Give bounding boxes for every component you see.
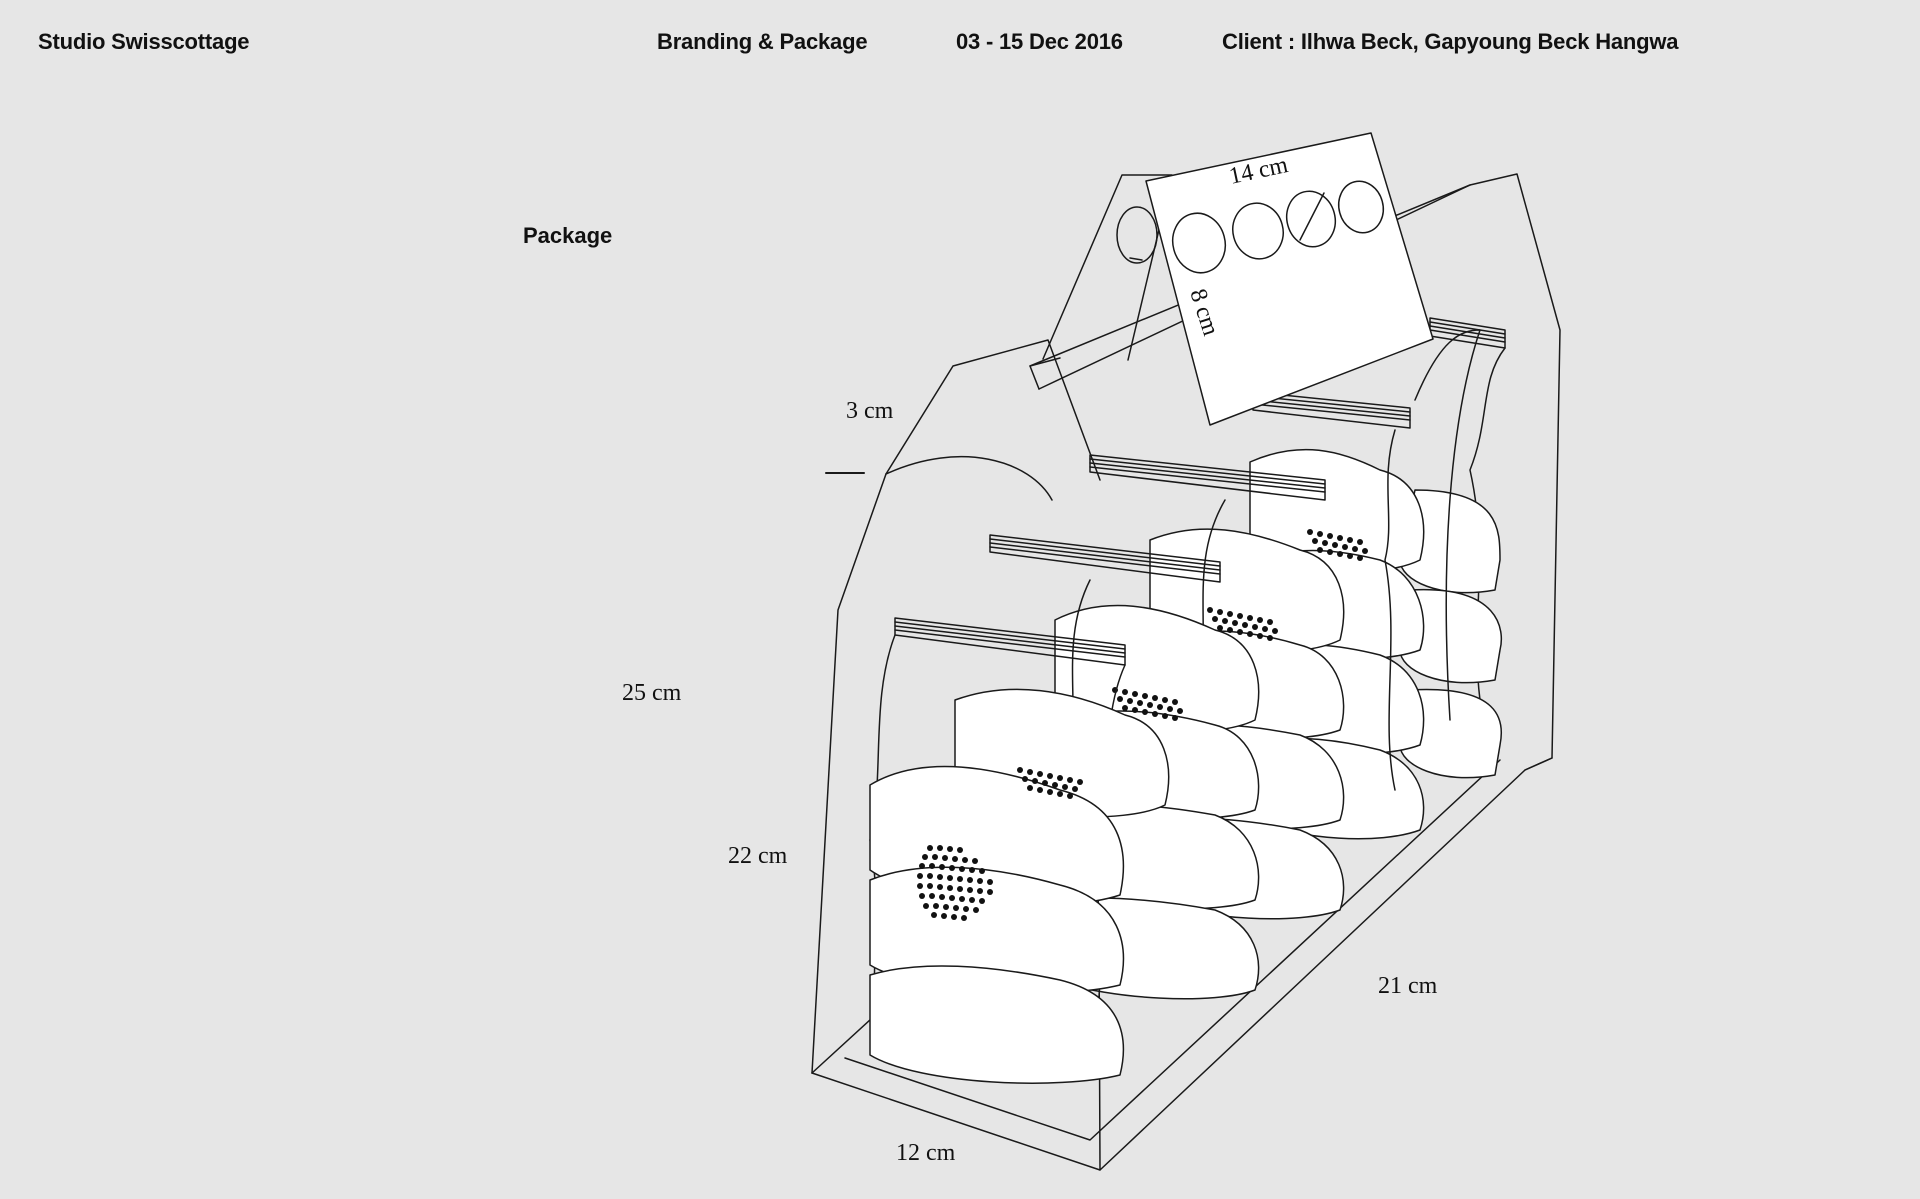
- dim-box-length: 21 cm: [1378, 973, 1438, 999]
- hanging-card: [1116, 132, 1434, 426]
- client-name: Client : Ilhwa Beck, Gapyoung Beck Hangw…: [1222, 29, 1679, 54]
- bag-row-5: [1399, 317, 1506, 779]
- project-category: Branding & Package: [657, 29, 868, 54]
- studio-name: Studio Swisscottage: [38, 29, 250, 54]
- bag-dot-pattern: [1017, 767, 1083, 799]
- project-dates: 03 - 15 Dec 2016: [956, 29, 1123, 54]
- bag-dot-pattern: [1207, 607, 1278, 641]
- dim-bag-height: 22 cm: [728, 843, 788, 869]
- dim-shoulder: 3 cm: [846, 398, 894, 424]
- bag-dot-pattern: [1112, 687, 1183, 721]
- bag-dot-pattern: [1307, 529, 1368, 561]
- front-label-dot-pattern: [917, 845, 993, 921]
- bag-row-1: [869, 617, 1170, 1084]
- section-title: Package: [523, 223, 613, 248]
- dim-box-height: 25 cm: [622, 680, 682, 706]
- dim-box-depth: 12 cm: [896, 1140, 956, 1166]
